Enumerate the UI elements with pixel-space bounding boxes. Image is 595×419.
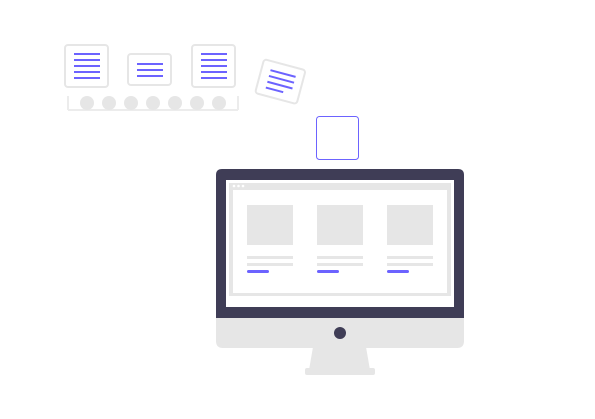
window-dot: [241, 184, 245, 188]
card-accent-line: [387, 270, 409, 273]
monitor-stand-base: [305, 368, 375, 375]
empty-frame-icon: [316, 116, 359, 160]
document-icon: [254, 58, 306, 105]
content-card: [317, 205, 363, 273]
document-icon: [191, 44, 236, 88]
card-text-line: [247, 256, 293, 259]
card-text-line: [247, 263, 293, 266]
card-text-line: [387, 256, 433, 259]
content-card: [387, 205, 433, 273]
power-button-icon: [334, 327, 346, 339]
card-text-line: [387, 263, 433, 266]
conveyor-rollers: [80, 96, 226, 110]
content-card: [247, 205, 293, 273]
conveyor-roller: [146, 96, 160, 110]
card-image-placeholder: [247, 205, 293, 245]
document-icon: [127, 53, 172, 86]
conveyor-belt-icon: [67, 96, 239, 111]
card-text-line: [317, 256, 363, 259]
window-dot: [237, 184, 240, 188]
browser-window-icon: [229, 183, 451, 296]
desktop-monitor-icon: [216, 169, 464, 375]
card-text-line: [317, 263, 363, 266]
card-accent-line: [317, 270, 339, 273]
document-icon: [64, 44, 109, 88]
card-image-placeholder: [317, 205, 363, 245]
conveyor-roller: [124, 96, 138, 110]
card-accent-line: [247, 270, 269, 273]
conveyor-roller: [102, 96, 116, 110]
card-image-placeholder: [387, 205, 433, 245]
conveyor-roller: [168, 96, 182, 110]
conveyor-roller: [212, 96, 226, 110]
conveyor-roller: [80, 96, 94, 110]
conveyor-roller: [190, 96, 204, 110]
window-dot: [232, 184, 236, 188]
monitor-stand-neck: [309, 347, 370, 370]
